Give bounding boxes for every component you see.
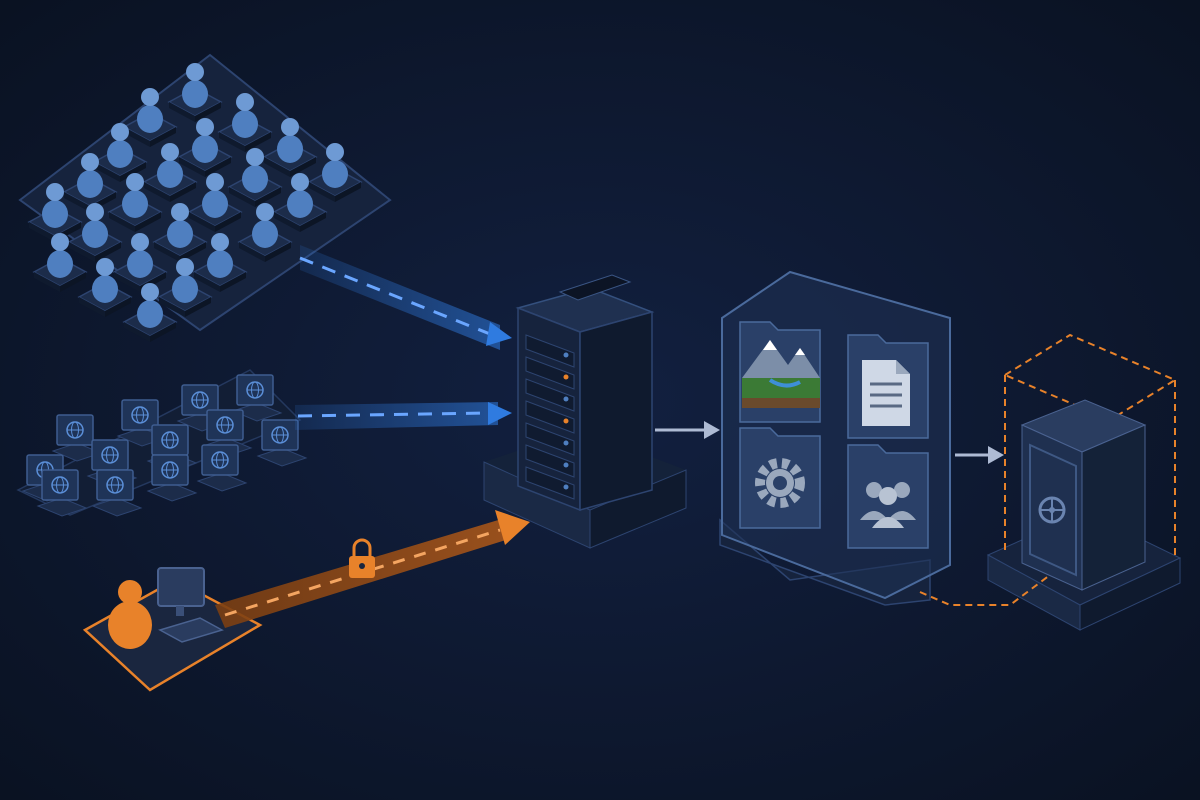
globe-icon (106, 476, 124, 494)
laptop-icon (256, 419, 308, 467)
user-icon (142, 143, 198, 202)
user-icon (177, 118, 233, 177)
vault-group (919, 333, 1182, 631)
document-folder-icon (847, 334, 929, 439)
status-led-icon (563, 462, 569, 468)
server-base-right (589, 469, 687, 549)
user-icon (217, 93, 273, 152)
user-icon (192, 233, 248, 292)
flow-crowd-to-server (299, 245, 512, 350)
globe-icon (271, 426, 289, 444)
globe-icon (51, 476, 69, 494)
image-folder-icon (739, 321, 821, 423)
server-group (483, 274, 687, 549)
laptop-icon (36, 469, 88, 517)
user-icon (27, 183, 83, 242)
globe-icon (161, 461, 179, 479)
server-slots (525, 334, 575, 500)
lock-icon (349, 538, 375, 578)
user-crowd-group (18, 53, 392, 342)
user-icon (307, 143, 363, 202)
flow-laptops-to-server (295, 402, 512, 430)
user-icon (262, 118, 318, 177)
laptop-beam (295, 402, 498, 430)
server-slot (525, 466, 575, 500)
user-icon (107, 173, 163, 232)
flow-admin-to-server (215, 510, 530, 628)
vault-base-right (1079, 557, 1181, 631)
user-icon (92, 123, 148, 182)
server-slot (525, 400, 575, 434)
server-slot (525, 444, 575, 478)
globe-icon (161, 431, 179, 449)
admin-user-icon (108, 580, 152, 649)
status-led-icon (563, 418, 569, 424)
user-icon (227, 148, 283, 207)
user-icon (167, 63, 223, 122)
user-icon (122, 283, 178, 342)
flow-panel-to-vault (955, 446, 1004, 464)
user-crowd (27, 63, 363, 342)
laptop-icon (146, 454, 198, 502)
admin-arrowhead (495, 510, 530, 545)
globe-icon (216, 416, 234, 434)
globe-icon (131, 406, 149, 424)
server-slot (525, 422, 575, 456)
status-led-icon (563, 484, 569, 490)
laptop-icon (51, 414, 103, 462)
data-panel-group (719, 270, 951, 606)
laptop-icon (91, 469, 143, 517)
globe-icon (66, 421, 84, 439)
crowd-arrowhead (486, 322, 512, 346)
flow-server-to-panel (655, 421, 720, 439)
laptop-icon (116, 399, 168, 447)
server-slot (525, 378, 575, 412)
user-icon (187, 173, 243, 232)
user-icon (67, 203, 123, 262)
globe-icon (246, 381, 264, 399)
user-icon (152, 203, 208, 262)
crowd-dashed-line (299, 256, 496, 338)
laptop-cluster (21, 374, 308, 517)
laptop-cluster-group (16, 369, 308, 517)
user-icon (77, 258, 133, 317)
safe-icon (1020, 399, 1147, 591)
users-folder-icon (847, 444, 929, 549)
server-panel-arrowhead (704, 421, 720, 439)
status-led-icon (563, 374, 569, 380)
status-led-icon (563, 440, 569, 446)
user-icon (157, 258, 213, 317)
user-icon (237, 203, 293, 262)
laptop-icon (196, 444, 248, 492)
workstation-monitor-icon (157, 567, 224, 643)
user-icon (272, 173, 328, 232)
laptop-arrowhead (488, 402, 512, 425)
user-icon (32, 233, 88, 292)
status-led-icon (563, 352, 569, 358)
globe-icon (101, 446, 119, 464)
globe-icon (211, 451, 229, 469)
user-icon (122, 88, 178, 147)
server-slot (525, 334, 575, 368)
gear-folder-icon (739, 427, 821, 529)
server-rack-icon (515, 274, 655, 512)
laptop-icon (231, 374, 283, 422)
status-led-icon (563, 396, 569, 402)
user-icon (112, 233, 168, 292)
globe-icon (191, 391, 209, 409)
laptop-dashed-line (297, 411, 491, 418)
panel-vault-arrowhead (988, 446, 1004, 464)
server-slot (525, 356, 575, 390)
